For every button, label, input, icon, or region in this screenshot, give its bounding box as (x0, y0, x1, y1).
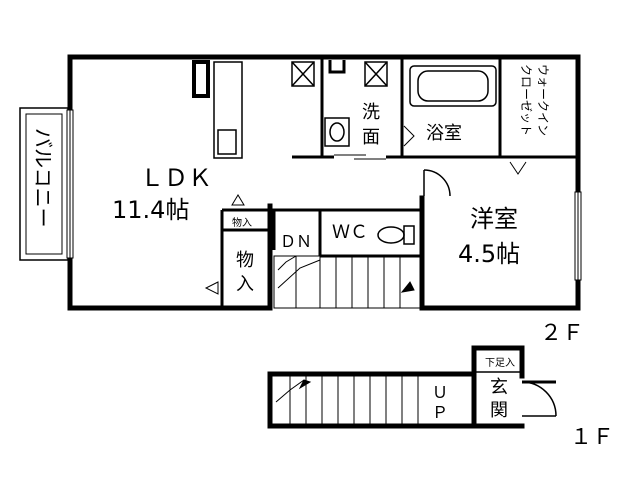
walkin-label-2: クローゼット (519, 64, 533, 136)
bathtub (409, 65, 497, 107)
wc-label: ＷＣ (332, 222, 368, 243)
ldk-size: 11.4帖 (112, 196, 189, 224)
walkin-label-1: ウォークイン (536, 64, 550, 136)
washroom-label-2: 面 (362, 127, 380, 148)
ldk-name: ＬＤＫ (140, 164, 212, 192)
storage-label-1: 物 (236, 250, 254, 271)
small-storage-label: 物入 (232, 216, 252, 229)
western-room-window (574, 191, 582, 281)
kitchen-counter (192, 60, 243, 159)
western-room-name: 洋室 (470, 205, 518, 233)
second-floor-label: ２Ｆ (540, 321, 584, 346)
stairs-up-label-1: Ｕ (432, 383, 448, 402)
washroom-label-1: 洗 (362, 102, 380, 123)
shoe-box-label: 下足入 (485, 357, 515, 369)
stairs-up-label-2: Ｐ (432, 403, 448, 422)
balcony-window (66, 109, 74, 259)
bath-label: 浴室 (426, 123, 462, 144)
first-floor-labels: 下足入 玄 関 Ｕ Ｐ １Ｆ (432, 357, 614, 450)
entrance-label-1: 玄 (490, 377, 508, 398)
entrance-door (521, 380, 557, 417)
first-floor-label: １Ｆ (570, 425, 614, 450)
storage-label-2: 入 (236, 274, 254, 295)
staircase-up (275, 374, 419, 426)
second-floor-labels: ＬＤＫ 11.4帖 洋室 4.5帖 浴室 洗 面 ウォークイン クローゼット Ｗ… (31, 64, 584, 346)
stairs-down-label: ＤＮ (280, 232, 312, 251)
wash-basin (324, 117, 350, 147)
second-floor: ＬＤＫ 11.4帖 洋室 4.5帖 浴室 洗 面 ウォークイン クローゼット Ｗ… (19, 54, 584, 346)
first-floor-walls (267, 345, 525, 429)
first-floor: 下足入 玄 関 Ｕ Ｐ １Ｆ (267, 345, 614, 450)
western-room-size: 4.5帖 (458, 240, 520, 268)
staircase-down (273, 255, 423, 309)
balcony-label: バルコニー (31, 128, 55, 228)
doors (204, 125, 527, 295)
toilet (377, 225, 415, 245)
duct-box (291, 60, 388, 87)
entrance-label-2: 関 (490, 400, 508, 421)
